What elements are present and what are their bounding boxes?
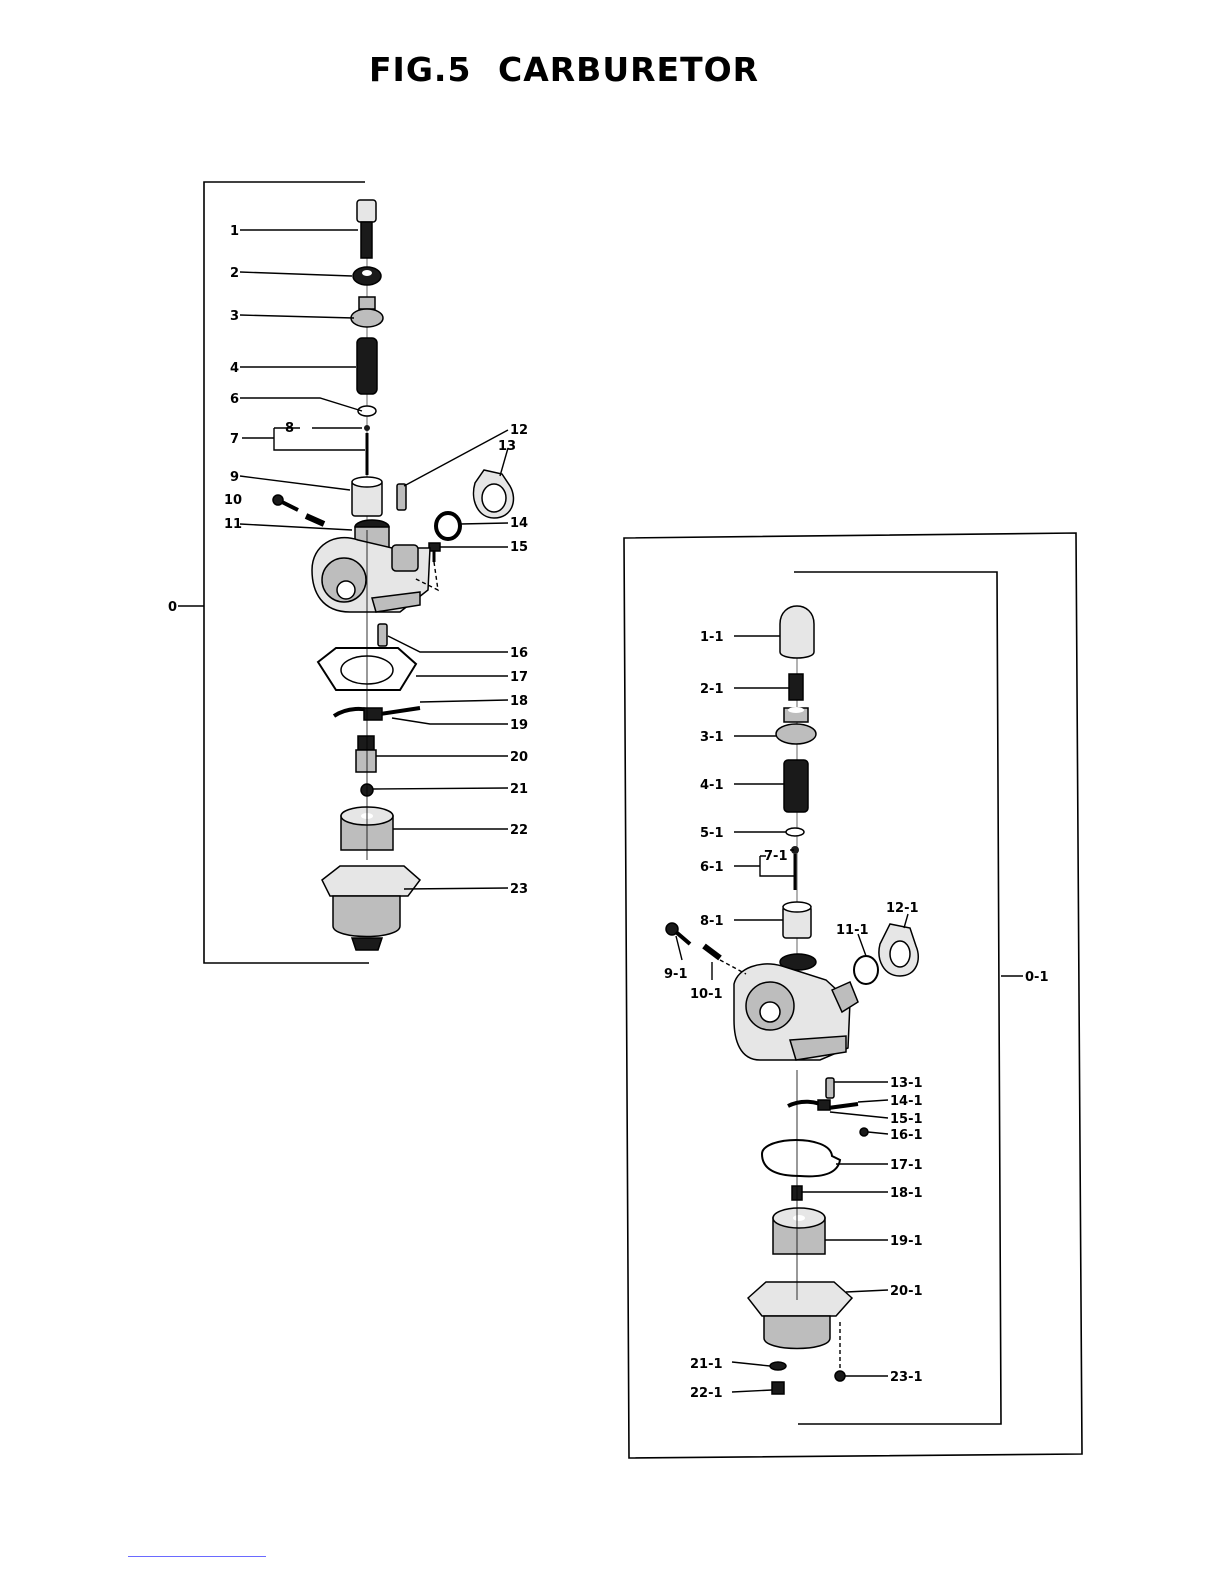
callout-8: 8 [285,421,294,436]
part-18-19-illustration [334,708,420,720]
callout-9: 9 [230,470,239,485]
part-23-illustration [322,866,420,950]
left-assembly-label: 0 [168,600,177,615]
callout-7-1: 7-1 [764,849,788,864]
callout-1: 1 [230,224,239,239]
callout-2: 2 [230,266,239,281]
callout-8-1: 8-1 [700,914,724,929]
callout-20: 20 [510,750,528,765]
callout-22-1: 22-1 [690,1386,723,1401]
callout-21: 21 [510,782,528,797]
part-4-1-illustration [784,760,808,812]
callout-22: 22 [510,823,528,838]
callout-19: 19 [510,718,528,733]
part-23-1-illustration [835,1322,845,1381]
callout-23: 23 [510,882,528,897]
part-20-1-illustration [748,1282,852,1349]
callout-10: 10 [224,493,242,508]
callout-17-1: 17-1 [890,1158,923,1173]
part-10-illustration [273,495,298,510]
callout-19-1: 19-1 [890,1234,923,1249]
part-1-1-illustration [780,606,814,658]
callout-4-1: 4-1 [700,778,724,793]
callout-7: 7 [230,432,239,447]
callout-14-1: 14-1 [890,1094,923,1109]
part-11-1-illustration [854,956,878,984]
part-9-illustration [352,477,382,516]
callout-20-1: 20-1 [890,1284,923,1299]
callout-14: 14 [510,516,528,531]
part-8-1-illustration [783,902,811,938]
callout-10-1: 10-1 [690,987,723,1002]
callout-17: 17 [510,670,528,685]
callout-3-1: 3-1 [700,730,724,745]
part-2-1-illustration [789,674,803,700]
callout-11-1: 11-1 [836,923,869,938]
part-12-1-illustration [879,924,918,976]
callout-2-1: 2-1 [700,682,724,697]
right-assembly: 0-1 [624,533,1082,1458]
part-11-illustration [306,516,324,524]
part-10-1-illustration [704,946,720,958]
callout-18: 18 [510,694,528,709]
callout-3: 3 [230,309,239,324]
callout-16-1: 16-1 [890,1128,923,1143]
callout-9-1: 9-1 [664,967,688,982]
callout-1-1: 1-1 [700,630,724,645]
part-15-illustration [429,543,440,562]
part-16-1-illustration [860,1128,868,1136]
footer-divider [128,1556,266,1557]
carburetor-body-left [312,520,430,612]
callout-12-1: 12-1 [886,901,919,916]
part-17-1-illustration [762,1140,840,1176]
callout-6: 6 [230,392,239,407]
part-12-illustration [397,484,406,510]
part-14-illustration [436,513,460,539]
callout-6-1: 6-1 [700,860,724,875]
part-3-illustration [351,297,383,327]
left-assembly: 0 [168,182,528,963]
part-13-1-15-1-illustration [788,1078,858,1110]
callout-15-1: 15-1 [890,1112,923,1127]
part-9-1-illustration [666,923,690,944]
part-21-1-illustration [770,1362,786,1370]
part-19-1-illustration [773,1208,825,1254]
part-5-1-illustration [786,828,804,836]
part-20-illustration [356,736,376,772]
part-16-illustration [378,624,387,646]
part-1-illustration [357,200,376,258]
callout-5-1: 5-1 [700,826,724,841]
carburetor-body-right [734,954,858,1060]
callout-4: 4 [230,361,239,376]
callout-12: 12 [510,423,528,438]
part-3-1-illustration [776,707,816,744]
part-13-illustration [474,470,514,518]
part-22-1-illustration [772,1382,784,1394]
part-2-illustration [353,267,381,285]
part-4-illustration [357,338,377,394]
callout-13: 13 [498,439,516,454]
part-6-1-7-1-illustration [791,846,799,890]
callout-15: 15 [510,540,528,555]
right-assembly-label: 0-1 [1025,970,1049,985]
callout-23-1: 23-1 [890,1370,923,1385]
callout-11: 11 [224,517,242,532]
callout-13-1: 13-1 [890,1076,923,1091]
callout-18-1: 18-1 [890,1186,923,1201]
callout-16: 16 [510,646,528,661]
callout-21-1: 21-1 [690,1357,723,1372]
